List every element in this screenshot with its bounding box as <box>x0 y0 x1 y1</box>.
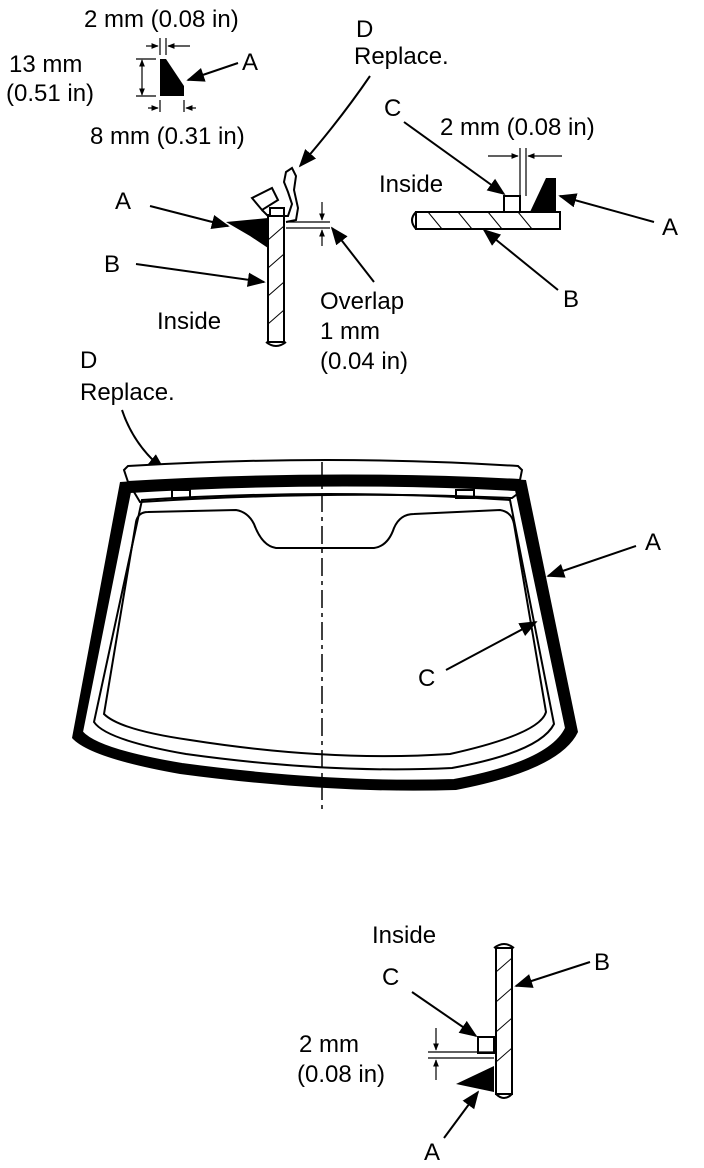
spacer-dim-label: 2 mm (0.08 in) <box>440 114 595 141</box>
spacer-label-c: C <box>384 95 401 122</box>
bottom-dam <box>456 1066 494 1092</box>
windshield-glass <box>80 484 568 782</box>
bottom-spacer-block <box>477 1036 495 1054</box>
upper-molding <box>250 186 280 212</box>
molding-section-detail: D Replace. A B Inside Overlap 1 mm (0. <box>104 16 449 375</box>
windshield-main-view: D Replace. A C <box>72 347 661 814</box>
dim-height-label-mm: 13 mm <box>9 51 82 78</box>
dam-profile-detail: 2 mm (0.08 in) 13 mm (0.51 in) A 8 mm (0… <box>6 6 258 150</box>
spacer-dam-detail: C 2 mm (0.08 in) Inside A B <box>379 95 678 313</box>
bottom-label-c: C <box>382 964 399 991</box>
bottom-glass-section <box>495 947 513 1095</box>
dim-base-width-label: 8 mm (0.31 in) <box>90 123 245 150</box>
spacer-block <box>503 195 521 213</box>
spacer-glass-section <box>415 211 561 230</box>
bottom-dim-label-mm: 2 mm <box>299 1031 359 1058</box>
dam-profile-shape <box>160 59 184 96</box>
main-label-replace: Replace. <box>80 379 175 406</box>
glass-section <box>267 214 285 343</box>
molding-label-replace: Replace. <box>354 43 449 70</box>
overlap-label-line1: Overlap <box>320 288 404 315</box>
bottom-section-detail: Inside B C 2 mm (0.08 in) A <box>297 922 610 1166</box>
molding-label-b: B <box>104 251 120 278</box>
main-label-d: D <box>80 347 97 374</box>
spacer-inside-label: Inside <box>379 171 443 198</box>
overlap-label-line3: (0.04 in) <box>320 348 408 375</box>
dam-profile-label-a: A <box>242 49 258 76</box>
bottom-label-b: B <box>594 949 610 976</box>
main-label-a: A <box>645 529 661 556</box>
dim-height-label-in: (0.51 in) <box>6 80 94 107</box>
spacer-dam <box>530 178 556 212</box>
bottom-dim-label-in: (0.08 in) <box>297 1061 385 1088</box>
spacer-label-a: A <box>662 214 678 241</box>
molding-label-a: A <box>115 188 131 215</box>
bottom-inside-label: Inside <box>372 922 436 949</box>
spacer-label-b: B <box>563 286 579 313</box>
overlap-label-line2: 1 mm <box>320 318 380 345</box>
windshield-inner-edge <box>102 508 548 758</box>
molding-dam <box>226 218 268 248</box>
molding-label-d: D <box>356 16 373 43</box>
dim-top-width-label: 2 mm (0.08 in) <box>84 6 239 33</box>
bottom-label-a: A <box>424 1139 440 1166</box>
main-label-c: C <box>418 665 435 692</box>
molding-inside-label: Inside <box>157 308 221 335</box>
